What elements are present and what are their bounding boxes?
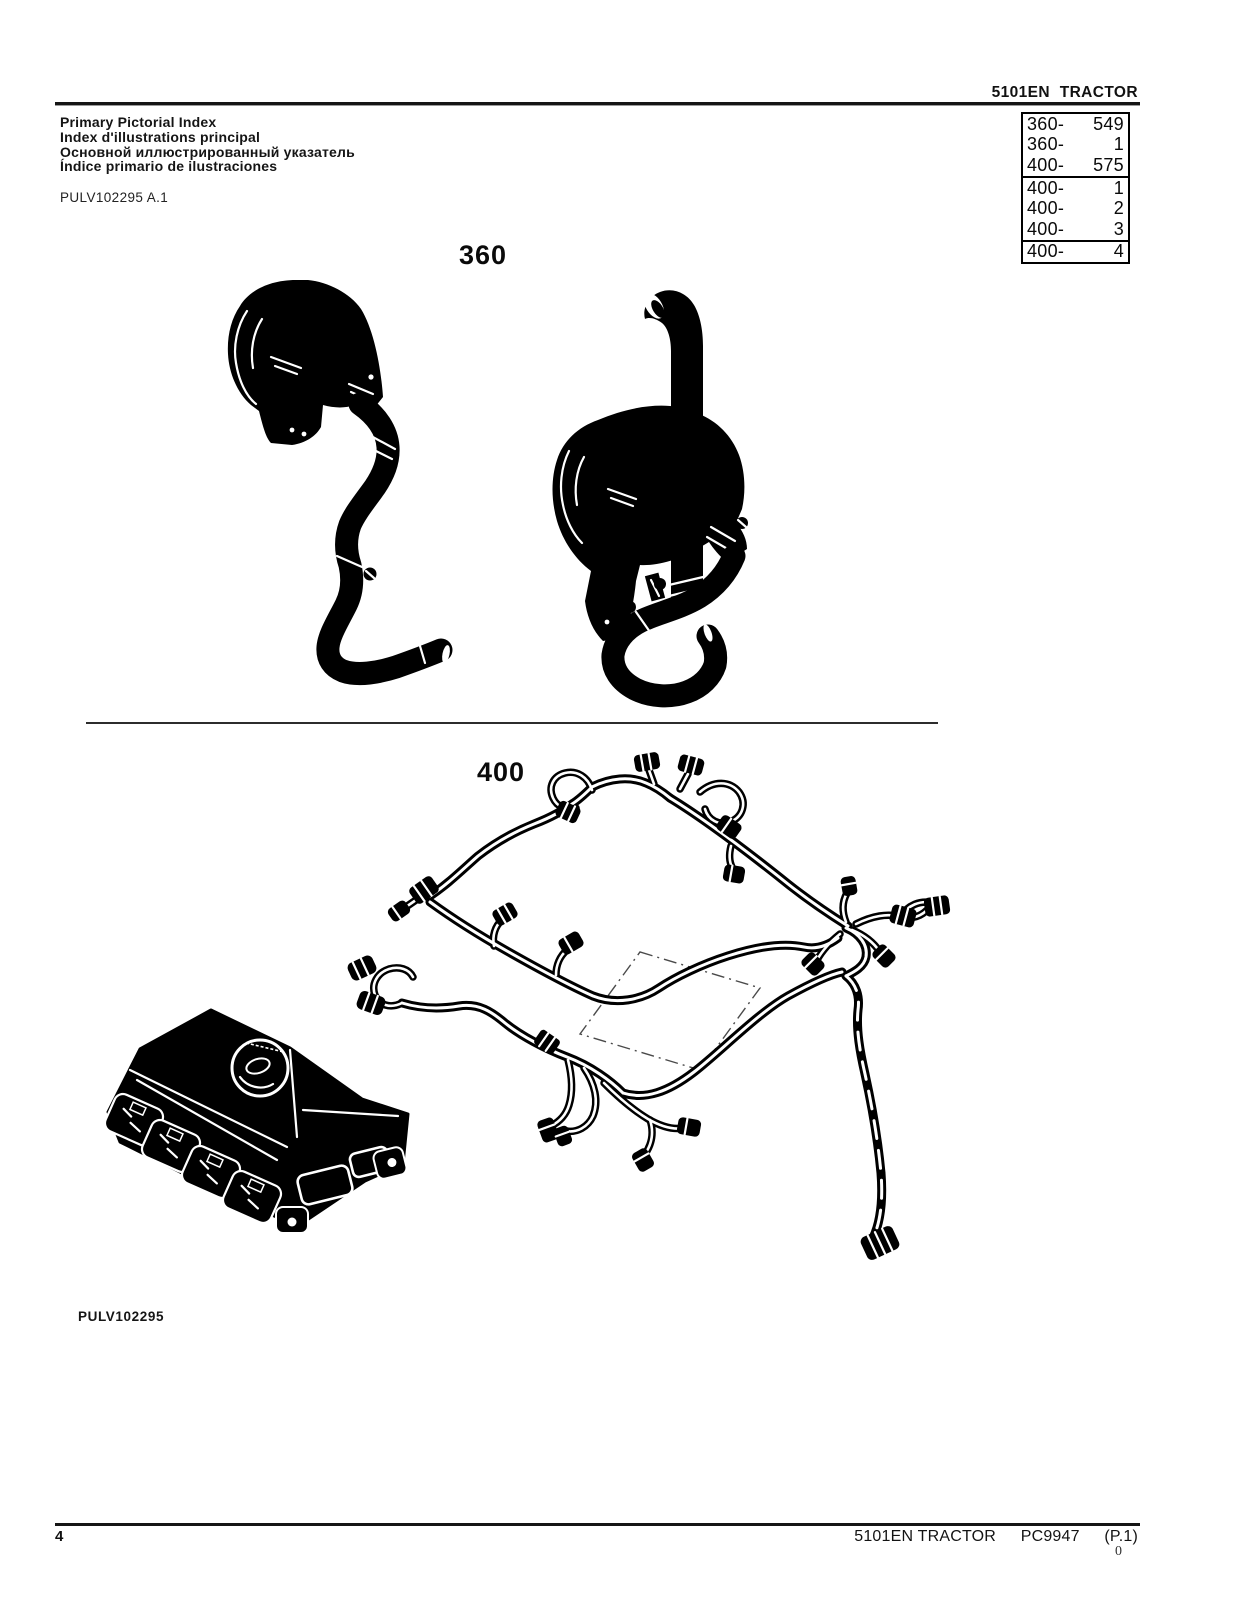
- page-header-title: 5101EN TRACTOR: [991, 84, 1138, 101]
- harness-connectors: [347, 752, 951, 1260]
- figure-400-illustration: [103, 752, 951, 1260]
- index-page: 1: [1113, 134, 1124, 155]
- footer-page-ref: (P.1): [1104, 1528, 1138, 1545]
- table-row: 400- 3: [1023, 219, 1128, 240]
- table-row: 400- 2: [1023, 198, 1128, 219]
- index-section: 400-: [1027, 177, 1065, 198]
- table-row: 360- 1: [1023, 134, 1128, 156]
- figure-caption: PULV102295: [78, 1309, 165, 1324]
- index-page: 1: [1113, 177, 1124, 198]
- title-english: Primary Pictorial Index: [60, 114, 217, 130]
- index-section: 400-: [1027, 198, 1065, 219]
- index-section: 360-: [1027, 113, 1065, 134]
- table-row: 400- 4: [1023, 239, 1128, 263]
- index-page: 549: [1093, 113, 1124, 134]
- section-label-400: 400: [477, 757, 526, 787]
- footer-revision: 0: [1115, 1544, 1122, 1559]
- page-index-table: 360- 549 360- 1 400- 575 400- 1 400- 2 4…: [1021, 112, 1130, 265]
- index-section: 400-: [1027, 218, 1065, 239]
- index-page: 3: [1113, 218, 1124, 239]
- footer-catalog-code: PC9947: [1020, 1528, 1080, 1545]
- table-row: 400- 575: [1023, 155, 1128, 176]
- control-unit: [103, 1008, 410, 1234]
- figure-360-illustration: [227, 280, 748, 708]
- title-french: Index d'illustrations principal: [60, 128, 261, 145]
- index-section: 400-: [1027, 241, 1065, 262]
- document-code: PULV102295 A.1: [60, 190, 169, 205]
- table-row: 400- 1: [1023, 175, 1128, 199]
- title-russian: Основной иллюстрированный указатель: [60, 143, 355, 160]
- footer-rule: [55, 1523, 1140, 1526]
- title-block: Primary Pictorial Index Index d'illustra…: [60, 115, 355, 174]
- index-page: 4: [1113, 241, 1124, 262]
- footer-doc-title: 5101EN TRACTOR: [854, 1528, 997, 1545]
- table-row: 360- 549: [1023, 114, 1128, 135]
- index-page: 2: [1113, 198, 1124, 219]
- section-divider-rule: [86, 722, 938, 724]
- title-spanish: Índice primario de ilustraciones: [60, 158, 278, 175]
- index-section: 360-: [1027, 134, 1065, 155]
- footer-page-number: 4: [55, 1528, 64, 1545]
- header-rule: [55, 102, 1140, 106]
- section-label-360: 360: [459, 240, 508, 270]
- index-section: 400-: [1027, 154, 1065, 175]
- index-page: 575: [1093, 154, 1124, 175]
- footer-reference: 5101EN TRACTOR PC9947 (P.1): [854, 1528, 1138, 1546]
